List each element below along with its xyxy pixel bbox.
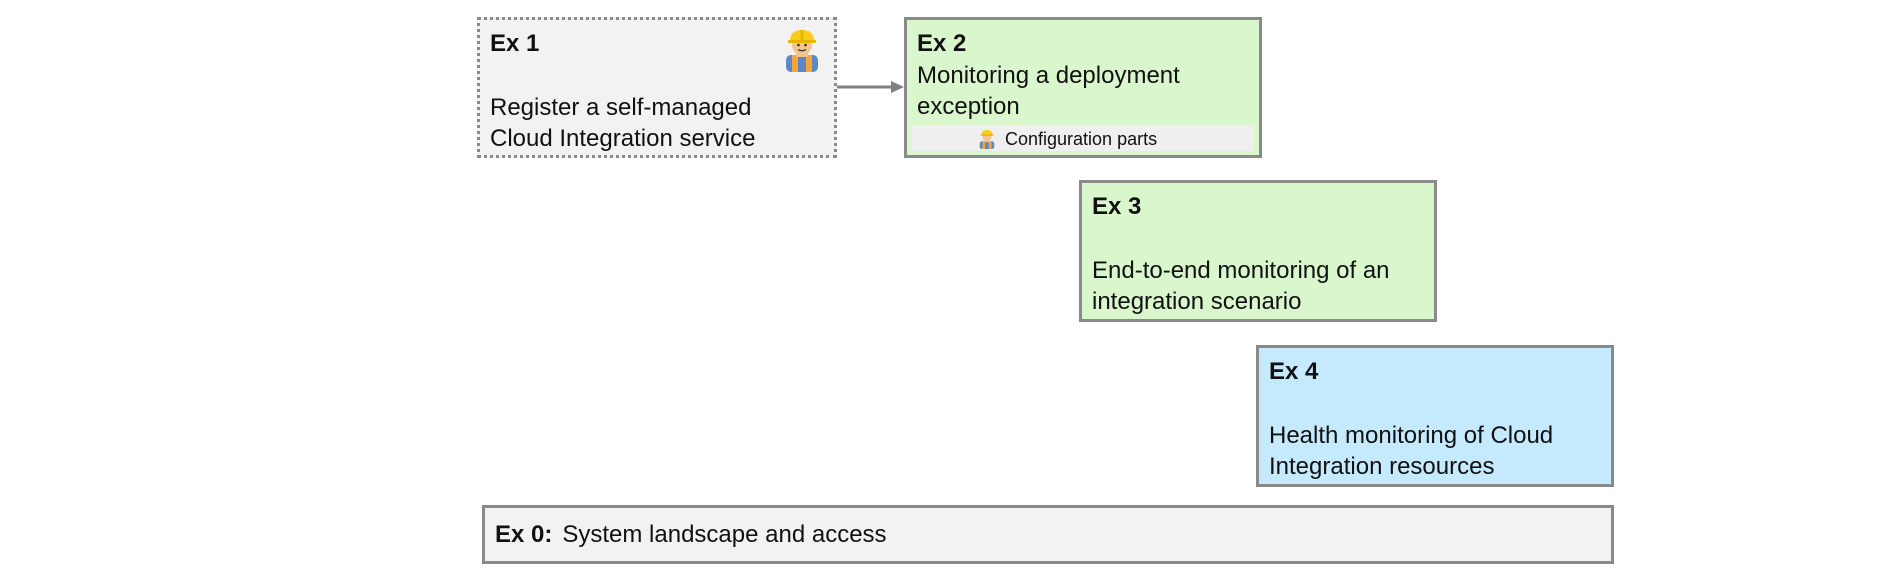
exercise-4-line-2: Integration resources <box>1269 453 1495 480</box>
exercise-2-description: Monitoring a deployment exception <box>917 60 1180 122</box>
exercise-2-title: Ex 2 <box>917 30 967 57</box>
exercise-4-line-1: Health monitoring of Cloud <box>1269 422 1554 449</box>
exercise-1-line-2: Cloud Integration service <box>490 125 756 152</box>
exercise-1-box: Ex 1 Register a self-managed Cloud Integ… <box>477 17 837 158</box>
exercise-3-description: End-to-end monitoring of an integration … <box>1092 255 1390 317</box>
exercise-4-box: Ex 4 Health monitoring of Cloud Integrat… <box>1256 345 1614 487</box>
exercise-3-box: Ex 3 End-to-end monitoring of an integra… <box>1079 180 1437 322</box>
exercise-3-line-2: integration scenario <box>1092 288 1302 315</box>
exercise-2-box: Ex 2 Monitoring a deployment exception C… <box>904 17 1262 158</box>
exercise-0-title: Ex 0: <box>495 521 553 548</box>
exercise-1-line-1: Register a self-managed <box>490 94 752 121</box>
configuration-parts-strip: Configuration parts <box>912 125 1254 151</box>
exercise-2-line-2: exception <box>917 93 1020 120</box>
construction-worker-icon <box>786 30 818 72</box>
construction-worker-icon <box>979 129 995 149</box>
exercise-1-description: Register a self-managed Cloud Integratio… <box>490 92 755 154</box>
exercise-0-description: System landscape and access <box>562 521 887 548</box>
exercise-3-line-1: End-to-end monitoring of an <box>1092 257 1390 284</box>
arrow-ex1-to-ex2 <box>837 81 904 93</box>
exercise-2-line-1: Monitoring a deployment <box>917 62 1180 89</box>
exercise-0-box: Ex 0: System landscape and access <box>482 505 1614 564</box>
exercise-4-title: Ex 4 <box>1269 358 1319 385</box>
exercise-4-description: Health monitoring of Cloud Integration r… <box>1269 420 1553 482</box>
exercise-1-title: Ex 1 <box>490 30 540 57</box>
exercise-3-title: Ex 3 <box>1092 193 1142 220</box>
configuration-parts-label: Configuration parts <box>1005 129 1158 149</box>
exercise-0-line: Ex 0: System landscape and access <box>495 521 887 549</box>
